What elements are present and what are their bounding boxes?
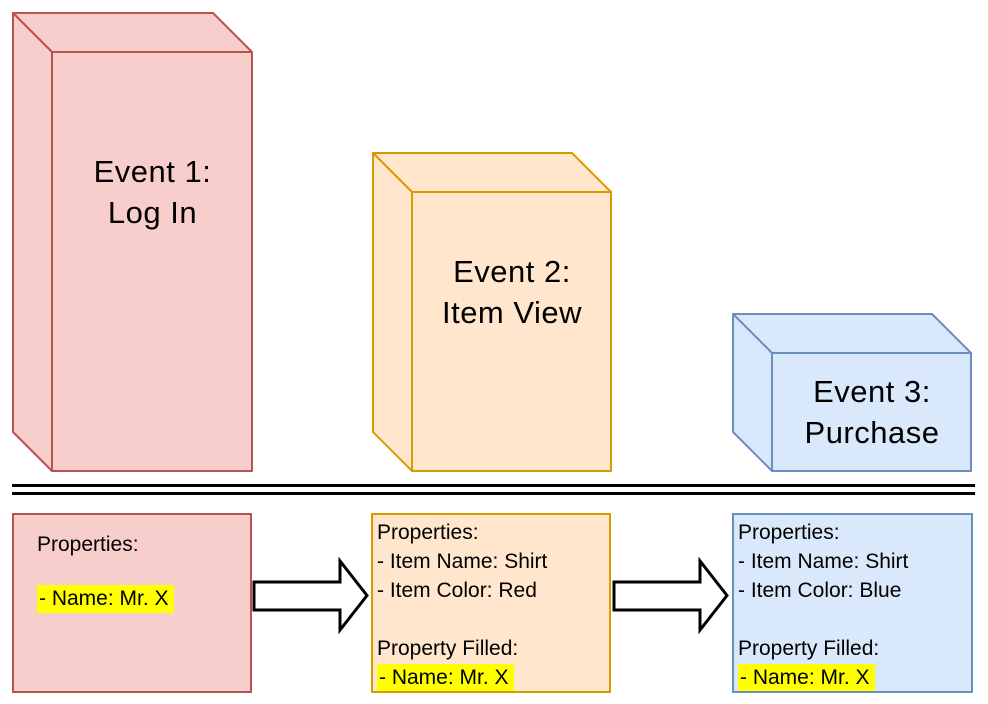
property-line: - Item Name: Shirt xyxy=(377,547,605,576)
property-text: Property Filled: xyxy=(377,637,519,660)
property-line: - Name: Mr. X xyxy=(37,585,244,613)
event2-subtitle: Item View xyxy=(441,295,583,330)
event3-subtitle: Purchase xyxy=(804,415,940,450)
right-arrow-icon xyxy=(612,556,729,635)
property-text: - Item Name: Shirt xyxy=(738,550,909,573)
property-line: Properties: xyxy=(377,518,605,547)
highlighted-property: - Name: Mr. X xyxy=(738,664,875,691)
property-line: Property Filled: xyxy=(738,634,967,663)
highlighted-property: - Name: Mr. X xyxy=(37,585,174,613)
event2-title: Event 2: xyxy=(453,254,571,289)
property-text: Properties: xyxy=(738,521,840,544)
arrow-login-to-itemview xyxy=(252,556,369,635)
event2-label: Event 2: Item View xyxy=(412,251,612,333)
property-line: - Name: Mr. X xyxy=(377,663,605,691)
property-line: - Item Color: Red xyxy=(377,576,605,605)
cube-front-face xyxy=(51,51,253,472)
item-view-properties-box: Properties: - Item Name: Shirt - Item Colo… xyxy=(371,513,611,693)
property-line xyxy=(37,558,244,585)
arrow-itemview-to-purchase xyxy=(612,556,729,635)
event1-title: Event 1: xyxy=(93,154,212,189)
event1-label: Event 1: Log In xyxy=(52,151,253,233)
timeline-divider xyxy=(12,484,975,495)
cube-top-face xyxy=(12,12,253,53)
event1-cube-shape xyxy=(12,12,253,472)
purchase-properties-box: Properties: - Item Name: Shirt - Item Colo… xyxy=(732,513,973,693)
property-text: Properties: xyxy=(37,533,139,556)
event3-label: Event 3: Purchase xyxy=(772,371,972,453)
property-text: Properties: xyxy=(377,521,479,544)
property-text: - Item Color: Blue xyxy=(738,579,902,602)
right-arrow-icon xyxy=(252,556,369,635)
property-line xyxy=(377,605,605,634)
event2-cube: Event 2: Item View xyxy=(372,152,612,472)
property-line: - Name: Mr. X xyxy=(738,663,967,691)
cube-top-face xyxy=(372,152,612,193)
property-line: - Item Name: Shirt xyxy=(738,547,967,576)
cube-front-face xyxy=(411,191,612,472)
cube-top-face xyxy=(732,313,972,354)
cube-side-face xyxy=(372,152,413,472)
event3-cube-shape xyxy=(732,313,972,472)
highlighted-property: - Name: Mr. X xyxy=(377,664,514,691)
property-text: Property Filled: xyxy=(738,637,880,660)
login-properties-box: Properties: - Name: Mr. X xyxy=(12,513,252,693)
event1-subtitle: Log In xyxy=(107,195,198,230)
cube-front-face xyxy=(771,352,972,472)
event3-cube: Event 3: Purchase xyxy=(732,313,972,472)
event1-cube: Event 1: Log In xyxy=(12,12,253,472)
property-line: Properties: xyxy=(37,531,244,558)
property-text: - Item Color: Red xyxy=(377,579,537,602)
property-text: - Item Name: Shirt xyxy=(377,550,548,573)
property-line: Properties: xyxy=(738,518,967,547)
event2-cube-shape xyxy=(372,152,612,472)
event3-title: Event 3: xyxy=(813,374,931,409)
property-line xyxy=(738,605,967,634)
cube-side-face xyxy=(12,12,53,472)
property-line: Property Filled: xyxy=(377,634,605,663)
property-line: - Item Color: Blue xyxy=(738,576,967,605)
